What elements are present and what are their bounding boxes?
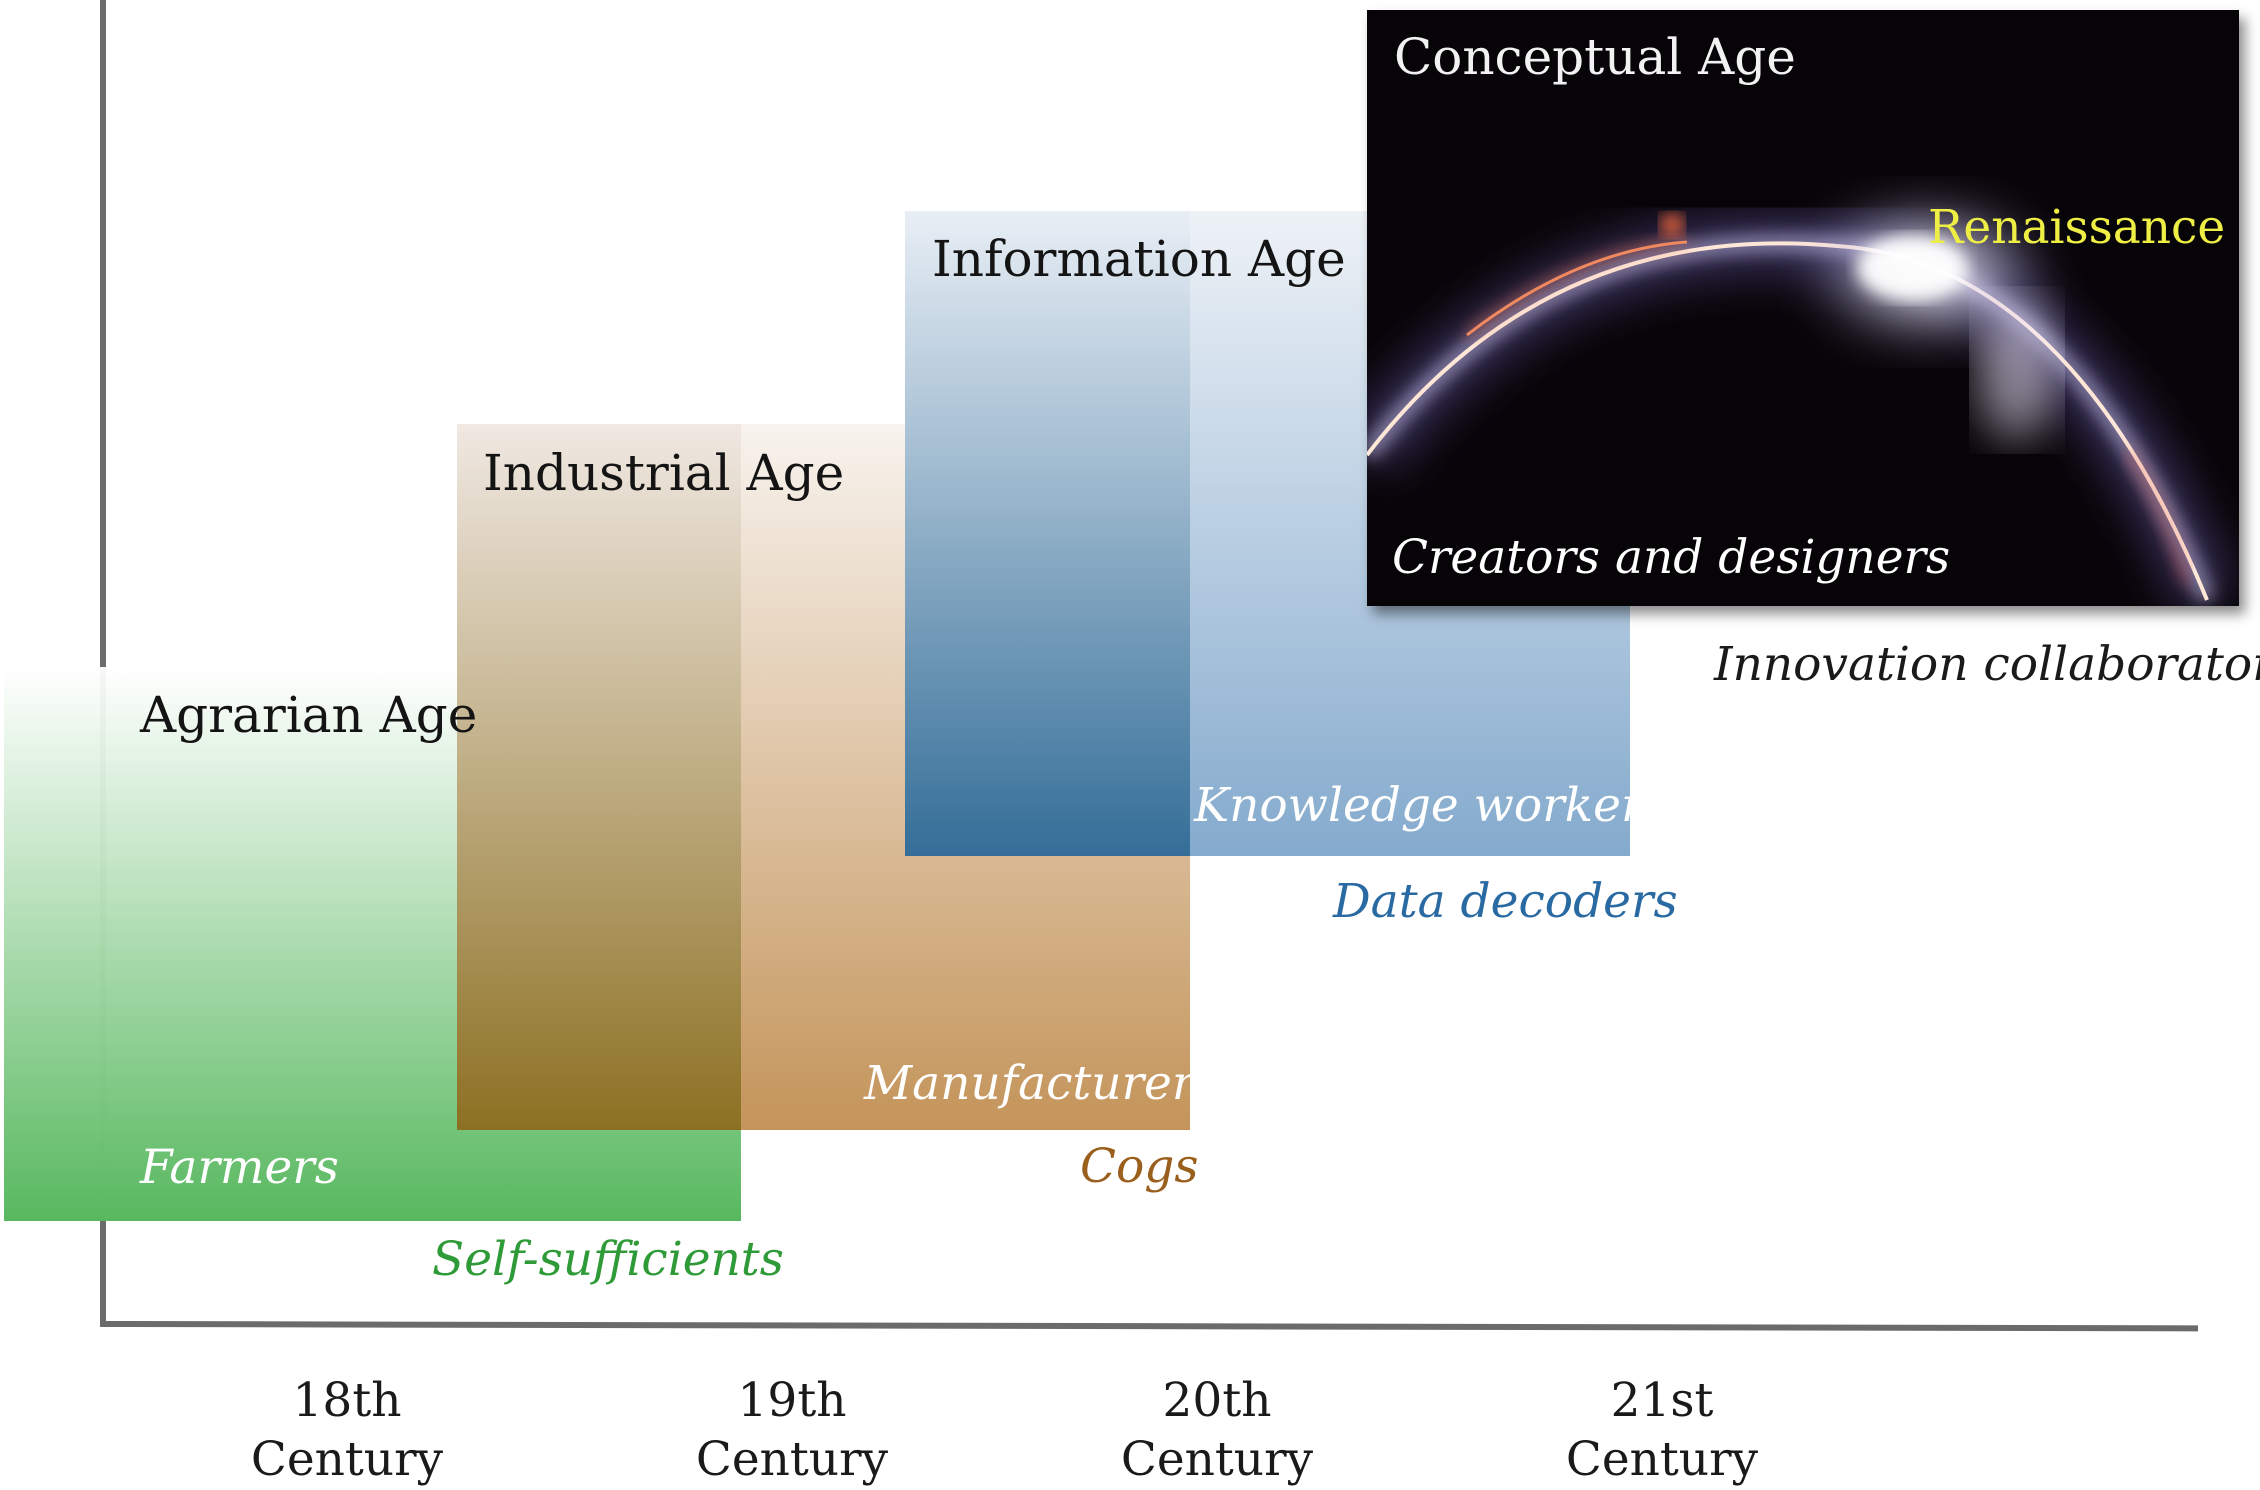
tick-line1: 18th xyxy=(292,1373,402,1428)
manufacturers-label: Manufacturers xyxy=(864,1056,1219,1111)
renaissance-label: Renaissance xyxy=(1928,200,2226,255)
y-axis xyxy=(100,0,106,1327)
tick-line1: 20th xyxy=(1162,1373,1272,1428)
tick-20th-century: 20th Century xyxy=(1097,1372,1337,1490)
tick-line1: 21st xyxy=(1610,1373,1714,1428)
eclipse-image xyxy=(1367,192,2235,606)
tick-line2: Century xyxy=(695,1431,889,1487)
tick-18th-century: 18th Century xyxy=(227,1372,467,1490)
data-decoders-label: Data decoders xyxy=(1333,874,1678,929)
innovation-collaborators-label: Innovation collaborators xyxy=(1714,637,2260,692)
industrial-age-overlap xyxy=(457,424,741,1130)
agrarian-age-title: Agrarian Age xyxy=(140,686,478,744)
x-axis xyxy=(105,1321,2199,1332)
tick-19th-century: 19th Century xyxy=(672,1372,912,1490)
information-age-overlap xyxy=(905,211,1190,856)
conceptual-age-title: Conceptual Age xyxy=(1394,28,1796,86)
tick-21st-century: 21st Century xyxy=(1542,1372,1782,1490)
industrial-age-title: Industrial Age xyxy=(483,444,845,502)
tick-line1: 19th xyxy=(737,1373,847,1428)
tick-line2: Century xyxy=(1120,1431,1314,1487)
self-sufficients-label: Self-sufficients xyxy=(432,1232,784,1287)
creators-designers-label: Creators and designers xyxy=(1392,530,1951,585)
information-age-title: Information Age xyxy=(932,230,1346,288)
tick-line2: Century xyxy=(250,1431,444,1487)
tick-line2: Century xyxy=(1565,1431,1759,1487)
conceptual-age-block xyxy=(1367,10,2239,606)
cogs-label: Cogs xyxy=(1080,1139,1199,1194)
knowledge-workers-label: Knowledge workers xyxy=(1194,778,1668,833)
farmers-label: Farmers xyxy=(140,1140,339,1195)
